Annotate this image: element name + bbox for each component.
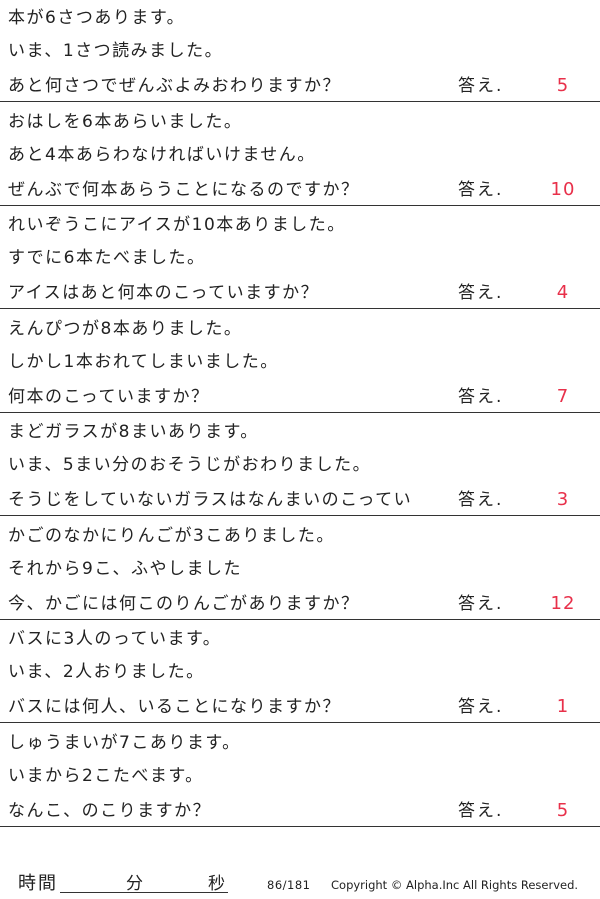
problem-7-question: バスには何人、いることになりますか？	[8, 697, 341, 717]
problem-8-line-1: しゅうまいが7こあります。	[8, 732, 241, 753]
problem-6-question: 今、かごには何このりんごがありますか？	[8, 593, 360, 614]
seconds-label: 秒	[208, 874, 225, 894]
problem-7-divider	[0, 722, 600, 723]
problem-7-line-2: いま、2人おりました。	[8, 662, 205, 682]
problem-4-line-1: えんぴつが8本ありました。	[8, 318, 243, 339]
time-label: 時間	[18, 873, 58, 894]
problem-2: おはしを6本あらいました。 あと4本あらわなければいけません。 ぜんぶで何本あら…	[0, 104, 600, 208]
problem-1: 本が6さつあります。 いま、1さつ読みました。 あと何さつでぜんぶよみおわります…	[0, 0, 600, 104]
problem-3-answer-label: 答え.	[458, 283, 504, 303]
problem-2-answer: 10	[550, 178, 576, 200]
problem-3-line-1: れいぞうこにアイスが10本ありました。	[8, 215, 346, 235]
problem-8-question: なんこ、のこりますか？	[8, 800, 212, 821]
problem-7: バスに3人のっています。 いま、2人おりました。 バスには何人、いることになりま…	[0, 621, 600, 725]
problem-2-line-1: おはしを6本あらいました。	[8, 111, 243, 132]
copyright-notice: Copyright © Alpha.Inc All Rights Reserve…	[331, 878, 579, 892]
problem-3-line-2: すでに6本たべました。	[8, 248, 206, 268]
problem-3-question: アイスはあと何本のこっていますか？	[8, 283, 320, 303]
problem-5-answer: 3	[556, 489, 570, 510]
problem-8-line-2: いまから2こたべます。	[8, 765, 204, 786]
problem-1-line-1: 本が6さつあります。	[8, 8, 186, 28]
time-answer-blank	[60, 892, 228, 893]
problem-5-question: そうじをしていないガラスはなんまいのこってい	[8, 490, 413, 510]
problem-7-answer: 1	[556, 696, 570, 717]
problem-4-divider	[0, 411, 600, 413]
problem-4-answer-label: 答え.	[458, 386, 504, 407]
problem-4-question: 何本のこっていますか？	[8, 386, 210, 407]
problem-3: れいぞうこにアイスが10本ありました。 すでに6本たべました。 アイスはあと何本…	[0, 207, 600, 311]
problem-1-answer-label: 答え.	[458, 76, 504, 96]
page-number: 86/181	[267, 878, 311, 892]
problem-2-question: ぜんぶで何本あらうことになるのですか？	[8, 179, 360, 200]
problem-3-divider	[0, 308, 600, 309]
problem-1-divider	[0, 101, 600, 102]
problem-5: まどガラスが8まいあります。 いま、5まい分のおそうじがおわりました。 そうじを…	[0, 414, 600, 518]
problem-5-answer-label: 答え.	[458, 490, 504, 510]
problem-6-line-2: それから9こ、ふやしました	[8, 558, 242, 579]
problem-4-line-2: しかし1本おれてしまいました。	[8, 351, 279, 372]
problem-2-line-2: あと4本あらわなければいけません。	[8, 144, 316, 165]
problem-6-answer-label: 答え.	[458, 593, 504, 614]
problem-6-answer: 12	[550, 592, 576, 614]
minutes-label: 分	[126, 874, 143, 894]
problem-5-divider	[0, 515, 600, 516]
problem-5-line-1: まどガラスが8まいあります。	[8, 422, 259, 442]
problem-8: しゅうまいが7こあります。 いまから2こたべます。 なんこ、のこりますか？ 答え…	[0, 725, 600, 829]
problem-6: かごのなかにりんごが3こありました。 それから9こ、ふやしました 今、かごには何…	[0, 518, 600, 622]
footer: 時間 分 秒 86/181 Copyright © Alpha.Inc All …	[0, 866, 600, 899]
problem-1-question: あと何さつでぜんぶよみおわりますか？	[8, 76, 341, 96]
problem-6-divider	[0, 618, 600, 620]
problem-7-line-1: バスに3人のっています。	[8, 629, 222, 649]
problem-6-line-1: かごのなかにりんごが3こありました。	[8, 525, 335, 546]
problem-1-answer: 5	[556, 75, 570, 96]
problem-1-line-2: いま、1さつ読みました。	[8, 41, 224, 61]
problem-8-divider	[0, 825, 600, 827]
problem-5-line-2: いま、5まい分のおそうじがおわりました。	[8, 455, 372, 475]
problem-2-divider	[0, 204, 600, 206]
problem-3-answer: 4	[556, 282, 570, 303]
problem-8-answer-label: 答え.	[458, 800, 504, 821]
problem-4: えんぴつが8本ありました。 しかし1本おれてしまいました。 何本のこっていますか…	[0, 311, 600, 415]
problem-list: 本が6さつあります。 いま、1さつ読みました。 あと何さつでぜんぶよみおわります…	[0, 0, 600, 829]
problem-4-answer: 7	[556, 385, 570, 407]
problem-7-answer-label: 答え.	[458, 697, 504, 717]
problem-2-answer-label: 答え.	[458, 179, 504, 200]
problem-8-answer: 5	[556, 799, 570, 821]
